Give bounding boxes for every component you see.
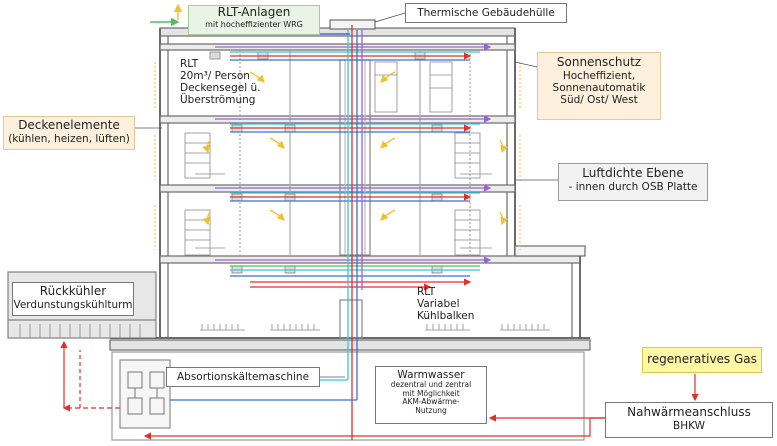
warmwasser-label: Warmwasser dezentral und zentral mit Mög… (375, 366, 487, 424)
warmwasser-line5: Nutzung (415, 405, 447, 415)
deckenelemente-subtitle: (kühlen, heizen, lüften) (8, 132, 130, 145)
rlt-bottom-line3: Kühlbalken (417, 310, 475, 323)
roof-arrows (150, 3, 350, 35)
warmwasser-line4: AKM-Abwärme- (402, 397, 460, 407)
warmwasser-line2: dezentral und zentral (390, 380, 472, 390)
rueckkuehler-line2: Verdunstungskühlturm (13, 298, 133, 311)
sonnenschutz-title: Sonnenschutz (556, 55, 642, 69)
rlt-anlagen-subtitle: mit hocheffizienter WRG (205, 19, 303, 29)
rlt-top-line1: RLT (180, 58, 199, 70)
luftdichte-ebene-label: Luftdichte Ebene - innen durch OSB Platt… (558, 163, 708, 201)
rueckkuehler-label: Rückkühler Verdunstungskühlturm (12, 282, 134, 316)
luftdichte-ebene-title: Luftdichte Ebene (582, 166, 684, 180)
rlt-bottom-line1: RLT (417, 286, 436, 298)
rueckkuehler-line1: Rückkühler (39, 284, 107, 298)
rlt-anlagen-title: RLT-Anlagen (217, 5, 291, 19)
rlt-bottom-line2: Variabel (417, 298, 460, 311)
rlt-top-line3: Deckensegel ü. (180, 82, 261, 95)
warmwasser-title: Warmwasser (397, 369, 465, 381)
absorption-chiller-unit (119, 359, 171, 429)
airflow-arrows (202, 71, 508, 226)
regenerative-gas-label: regeneratives Gas (642, 347, 762, 373)
nahwaerme-subtitle: BHKW (673, 419, 705, 432)
yellow-dashed-lines (154, 62, 521, 250)
leader-lines (135, 12, 558, 378)
furniture (184, 61, 550, 331)
deckenelemente-label: Deckenelemente (kühlen, heizen, lüften) (3, 116, 135, 150)
nahwaerme-label: Nahwärmeanschluss BHKW (605, 402, 773, 438)
sonnenschutz-line3: Sonnenautomatik (552, 81, 646, 94)
sonnenschutz-line4: Süd/ Ost/ West (560, 93, 638, 106)
rlt-top-label: RLT 20m³/ Person Deckensegel ü. Überströ… (180, 58, 290, 106)
thermische-huelle-label: Thermische Gebäudehülle (405, 3, 567, 23)
rlt-bottom-label: RLT Variabel Kühlbalken (417, 286, 517, 322)
rlt-anlagen-label: RLT-Anlagen mit hocheffizienter WRG (188, 5, 320, 35)
rlt-top-line2: 20m³/ Person (180, 70, 250, 83)
nahwaerme-title: Nahwärmeanschluss (627, 405, 751, 419)
luftdichte-ebene-subtitle: - innen durch OSB Platte (568, 180, 698, 193)
sonnenschutz-label: Sonnenschutz Hocheffizient, Sonnenautoma… (537, 52, 661, 120)
sonnenschutz-line2: Hocheffizient, (562, 69, 636, 82)
warmwasser-line3: mit Möglichkeit (402, 388, 460, 398)
absorption-label: Absortionskältemaschine (166, 367, 320, 387)
rlt-top-line4: Überströmung (180, 94, 256, 107)
deckenelemente-title: Deckenelemente (18, 118, 120, 132)
risers (347, 25, 363, 440)
